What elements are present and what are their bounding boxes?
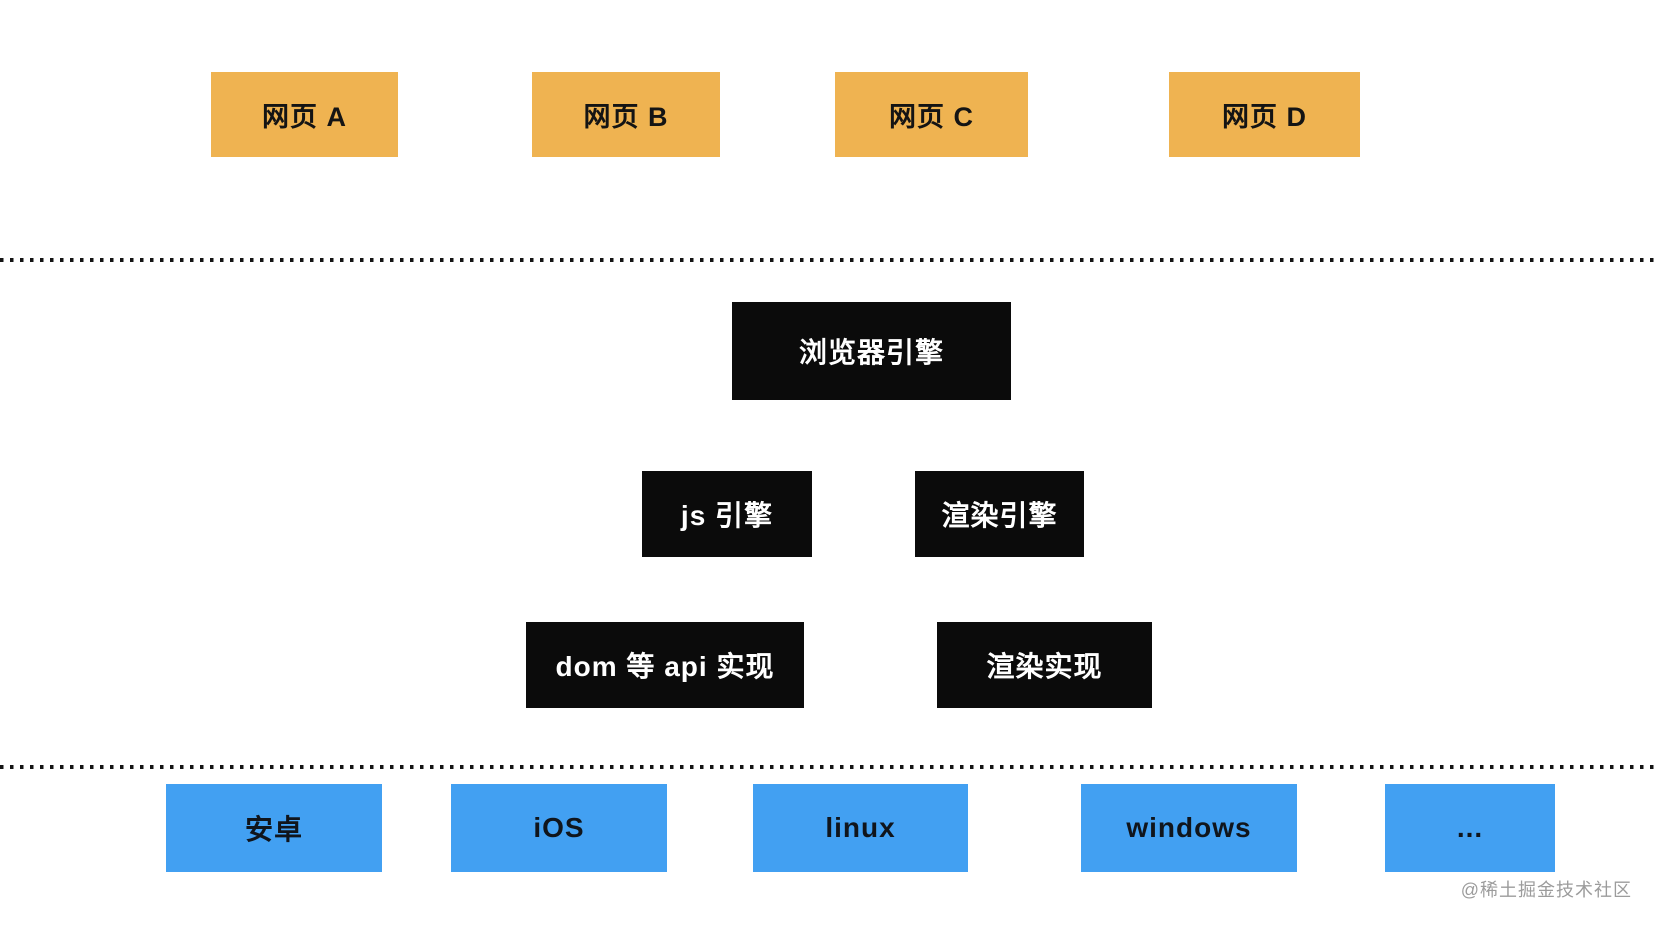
platform-box-android: 安卓 bbox=[166, 784, 382, 872]
platform-box-ios: iOS bbox=[451, 784, 667, 872]
watermark: @稀土掘金技术社区 bbox=[1460, 880, 1632, 900]
dom-api-impl-box: dom 等 api 实现 bbox=[526, 622, 804, 708]
render-impl-box: 渲染实现 bbox=[937, 622, 1152, 708]
js-engine-box: js 引擎 bbox=[642, 471, 812, 557]
render-engine-box: 渲染引擎 bbox=[915, 471, 1084, 557]
webpage-box-a-label: 网页 A bbox=[262, 102, 347, 132]
webpage-box-b-label: 网页 B bbox=[583, 102, 669, 132]
webpage-box-a: 网页 A bbox=[211, 72, 398, 157]
webpage-box-d: 网页 D bbox=[1169, 72, 1360, 157]
platform-linux-label: linux bbox=[825, 812, 896, 843]
separator-bottom bbox=[0, 765, 1656, 769]
webpage-box-b: 网页 B bbox=[532, 72, 720, 157]
render-impl-label: 渲染实现 bbox=[986, 651, 1103, 682]
webpage-box-c-label: 网页 C bbox=[889, 102, 974, 132]
platform-box-linux: linux bbox=[753, 784, 968, 872]
webpage-box-d-label: 网页 D bbox=[1222, 102, 1307, 132]
separator-top bbox=[0, 258, 1656, 262]
platform-ios-label: iOS bbox=[533, 812, 585, 843]
platform-windows-label: windows bbox=[1126, 812, 1252, 843]
js-engine-label: js 引擎 bbox=[680, 500, 774, 531]
platform-box-windows: windows bbox=[1081, 784, 1297, 872]
platform-more-label: ... bbox=[1456, 812, 1484, 843]
render-engine-label: 渲染引擎 bbox=[941, 500, 1058, 531]
browser-engine-box: 浏览器引擎 bbox=[732, 302, 1011, 400]
browser-engine-label: 浏览器引擎 bbox=[798, 337, 944, 368]
webpage-box-c: 网页 C bbox=[835, 72, 1028, 157]
platform-box-more: ... bbox=[1385, 784, 1555, 872]
dom-api-impl-label: dom 等 api 实现 bbox=[555, 651, 775, 682]
platform-android-label: 安卓 bbox=[244, 814, 303, 845]
